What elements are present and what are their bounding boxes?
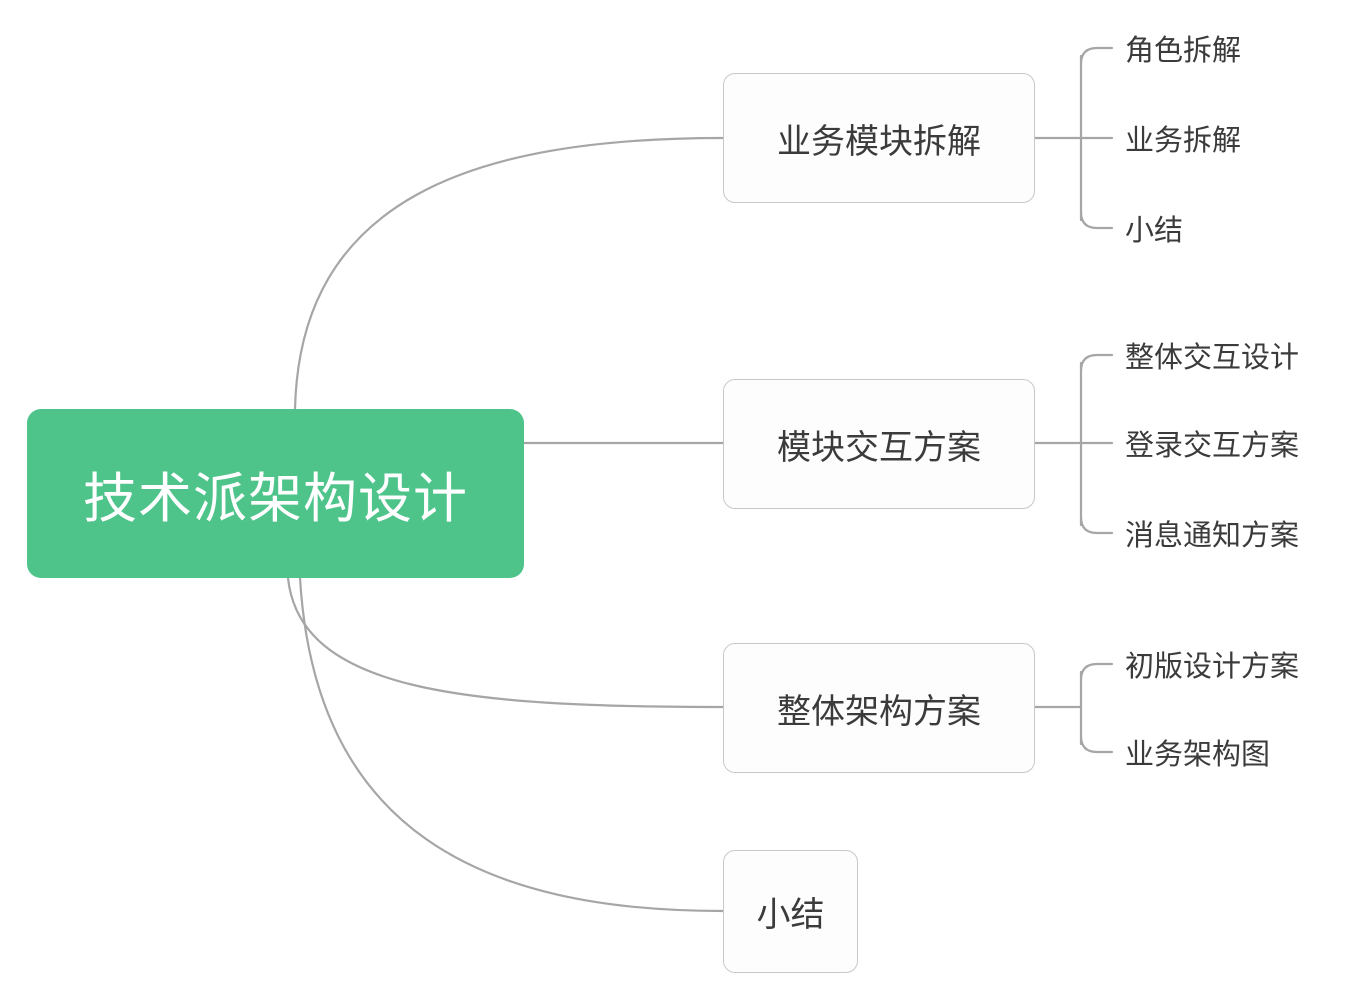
leaf-node-2-2-label: 登录交互方案 bbox=[1125, 430, 1300, 462]
branch-node-1-label: 业务模块拆解 bbox=[777, 122, 981, 161]
leaf-node-3-1[interactable]: 初版设计方案 bbox=[1125, 644, 1299, 684]
branch-node-1[interactable]: 业务模块拆解 bbox=[723, 73, 1035, 203]
leaf-node-2-1-label: 整体交互设计 bbox=[1125, 342, 1300, 374]
branch-node-3-label: 整体架构方案 bbox=[777, 692, 981, 731]
edge-branch-3-to-leaf-2 bbox=[1079, 734, 1114, 754]
edge-branch-3-to-leaf-1 bbox=[1079, 662, 1114, 682]
edge-root-to-branch-1 bbox=[293, 136, 725, 411]
leaf-node-3-2-label: 业务架构图 bbox=[1125, 739, 1271, 771]
branch-node-2-label: 模块交互方案 bbox=[777, 428, 981, 467]
leaf-node-2-2[interactable]: 登录交互方案 bbox=[1125, 423, 1299, 463]
edge-branch-1-to-leaf-3 bbox=[1079, 210, 1114, 230]
branch-node-4[interactable]: 小结 bbox=[723, 850, 858, 973]
edge-branch-2-to-leaf-3 bbox=[1079, 515, 1114, 535]
leaf-node-2-3[interactable]: 消息通知方案 bbox=[1125, 513, 1299, 553]
leaf-node-1-2-label: 业务拆解 bbox=[1125, 125, 1242, 157]
leaf-node-1-2[interactable]: 业务拆解 bbox=[1125, 118, 1241, 158]
leaf-node-3-1-label: 初版设计方案 bbox=[1125, 651, 1300, 683]
leaf-node-1-1[interactable]: 角色拆解 bbox=[1125, 28, 1241, 68]
leaf-node-1-1-label: 角色拆解 bbox=[1125, 35, 1242, 67]
leaf-node-2-1[interactable]: 整体交互设计 bbox=[1125, 335, 1299, 375]
leaf-node-3-2[interactable]: 业务架构图 bbox=[1125, 732, 1270, 772]
branch-node-2[interactable]: 模块交互方案 bbox=[723, 379, 1035, 509]
edge-root-to-branch-4 bbox=[298, 576, 725, 913]
leaf-node-1-3-label: 小结 bbox=[1125, 215, 1184, 247]
leaf-node-2-3-label: 消息通知方案 bbox=[1125, 520, 1300, 552]
edge-branch-1-to-leaf-1 bbox=[1079, 46, 1114, 66]
branch-node-3[interactable]: 整体架构方案 bbox=[723, 643, 1035, 773]
branch-node-4-label: 小结 bbox=[756, 896, 825, 934]
edge-root-to-branch-3 bbox=[286, 576, 725, 709]
root-node[interactable]: 技术派架构设计 bbox=[27, 409, 524, 578]
leaf-node-1-3[interactable]: 小结 bbox=[1125, 208, 1183, 248]
root-node-label: 技术派架构设计 bbox=[83, 469, 468, 529]
edge-branch-2-to-leaf-1 bbox=[1079, 353, 1114, 373]
